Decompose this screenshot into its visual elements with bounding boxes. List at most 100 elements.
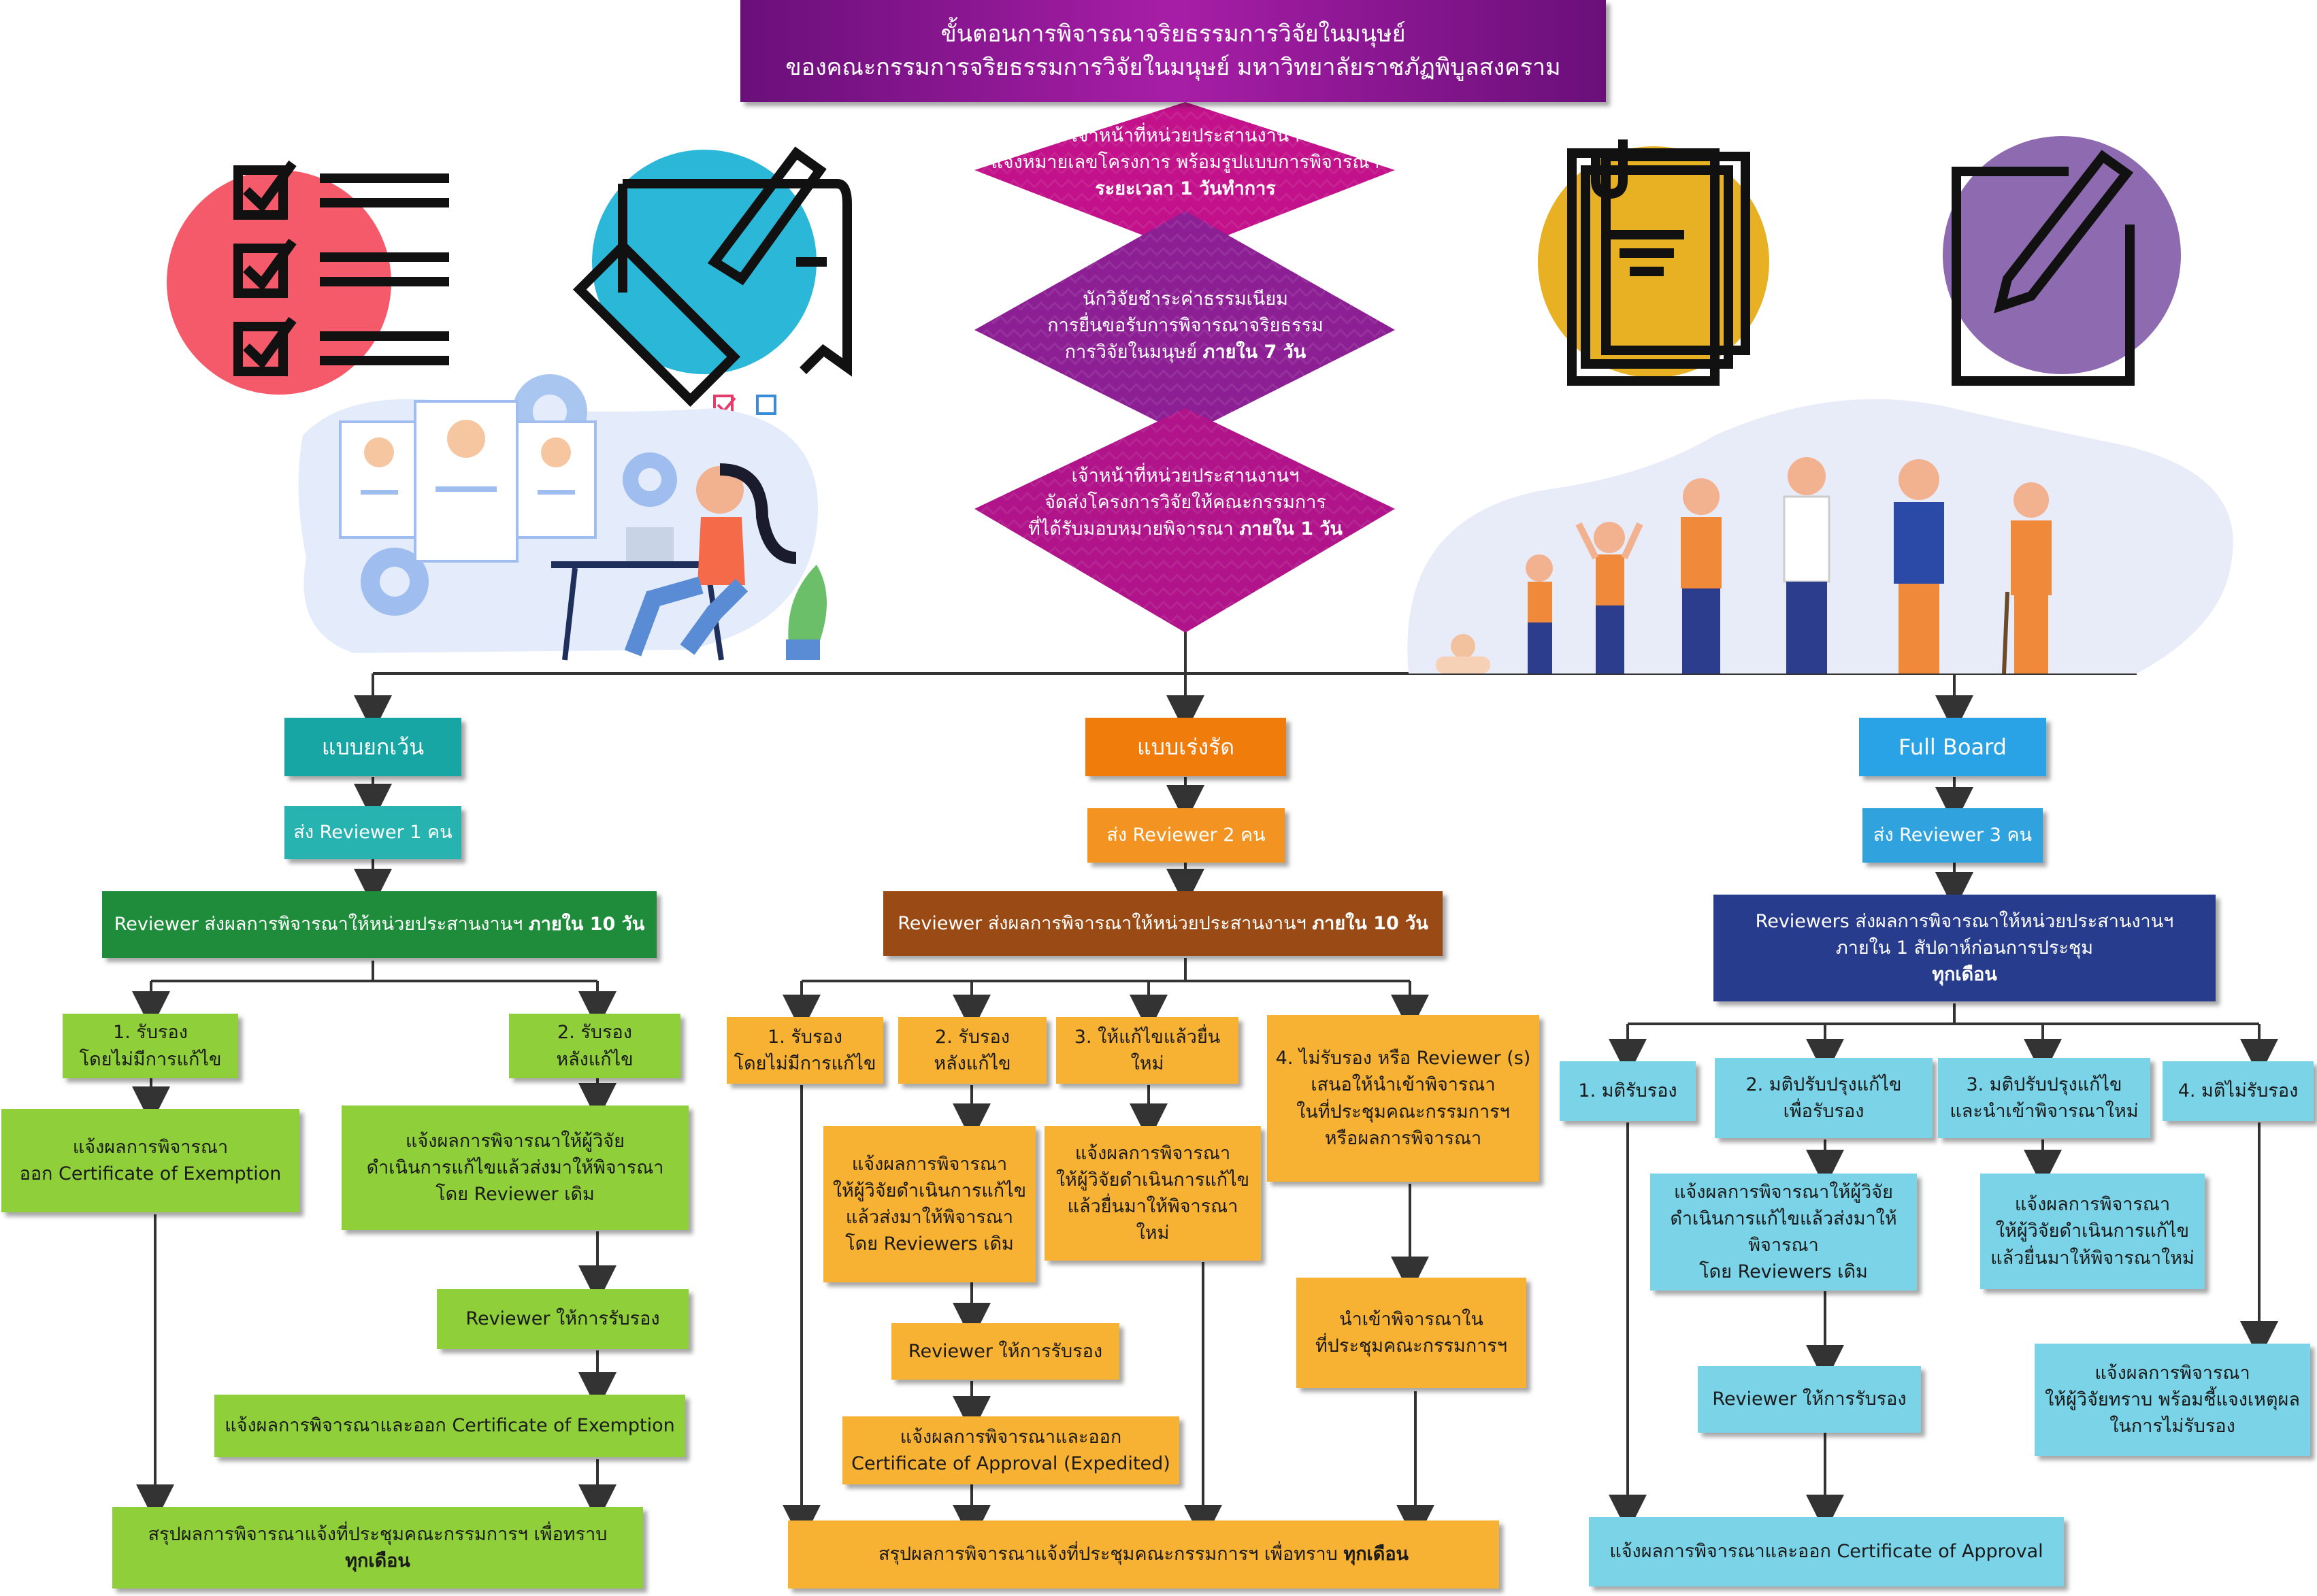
text-col2-cert-0: แจ้งผลการพิจารณาและออก <box>900 1426 1122 1448</box>
text-col2-notify3-1: ให้ผู้วิจัยดำเนินการแก้ไข <box>1055 1169 1250 1191</box>
text-col2-opt1-1: โดยไม่มีการแก้ไข <box>734 1053 876 1074</box>
text-col2-notify4-1: ที่ประชุมคณะกรรมการฯ <box>1315 1335 1507 1357</box>
text-col2-opt4-1: เสนอให้นำเข้าพิจารณา <box>1311 1074 1496 1096</box>
diamond-1-line-2: แจ้งหมายเลขโครงการ พร้อมรูปแบบการพิจารณา <box>991 152 1380 173</box>
text-col3-opt2-1: เพื่อรับรอง <box>1783 1101 1864 1122</box>
text-col1-notify1-1: ออก Certificate of Exemption <box>19 1163 282 1184</box>
text-col3-header: Full Board <box>1899 733 2007 760</box>
expedited-send-reviewer: ส่ง Reviewer 2 คน <box>1087 808 1285 863</box>
expedited-option-3: 3. ให้แก้ไขแล้วยื่นใหม่ <box>1056 1017 1238 1084</box>
office-worker-illustration <box>298 374 827 661</box>
title-line-1: ขั้นตอนการพิจารณาจริยธรรมการวิจัยในมนุษย… <box>940 20 1406 48</box>
expedited-option-4: 4. ไม่รับรอง หรือ Reviewer (s) เสนอให้นำเ… <box>1267 1015 1539 1182</box>
expedited-notify-2: แจ้งผลการพิจารณาให้ผู้วิจัยดำเนินการแก้ไ… <box>823 1126 1036 1282</box>
text-col3-opt2-0: 2. มติปรับปรุงแก้ไข <box>1745 1074 1902 1095</box>
expedited-header: แบบเร่งรัด <box>1085 718 1286 776</box>
text-col2-opt2-1: หลังแก้ไข <box>934 1053 1011 1074</box>
expedited-option-2: 2. รับรองหลังแก้ไข <box>898 1017 1047 1084</box>
text-col2-opt4-2: ในที่ประชุมคณะกรรมการฯ <box>1296 1101 1510 1123</box>
diamond-step-2: นักวิจัยชำระค่าธรรมเนียม การยื่นขอรับการ… <box>980 286 1391 365</box>
text-col2-cert-1: Certificate of Approval (Expedited) <box>851 1453 1170 1474</box>
diamond-step-3: เจ้าหน้าที่หน่วยประสานงานฯ จัดส่งโครงการ… <box>980 463 1391 542</box>
text-col1-opt1-1: โดยไม่มีการแก้ไข <box>79 1048 222 1070</box>
text-col2-opt3: 3. ให้แก้ไขแล้วยื่นใหม่ <box>1074 1026 1221 1074</box>
text-col1-notify2-0: แจ้งผลการพิจารณาให้ผู้วิจัย <box>406 1130 625 1152</box>
diamond-2-line-2: การยื่นขอรับการพิจารณาจริยธรรม <box>1047 315 1324 337</box>
exempt-summary: สรุปผลการพิจารณาแจ้งที่ประชุมคณะกรรมการฯ… <box>112 1507 643 1589</box>
text-col1-notify2-1: ดำเนินการแก้ไขแล้วส่งมาให้พิจารณา <box>366 1157 664 1178</box>
fullboard-send-reviewer: ส่ง Reviewer 3 คน <box>1862 808 2043 863</box>
expedited-notify-3: แจ้งผลการพิจารณาให้ผู้วิจัยดำเนินการแก้ไ… <box>1045 1126 1261 1261</box>
text-col2-notify2-0: แจ้งผลการพิจารณา <box>851 1153 1008 1175</box>
text-col1-opt2-1: หลังแก้ไข <box>556 1048 634 1070</box>
fullboard-approve: Reviewer ให้การรับรอง <box>1698 1366 1921 1433</box>
exempt-cert: แจ้งผลการพิจารณาและออก Certificate of Ex… <box>214 1395 685 1457</box>
exempt-option-1: 1. รับรองโดยไม่มีการแก้ไข <box>63 1014 238 1078</box>
text-col2-opt2-0: 2. รับรอง <box>935 1026 1010 1048</box>
text-col2-opt4-3: หรือผลการพิจารณา <box>1324 1127 1482 1149</box>
exempt-result: Reviewer ส่งผลการพิจารณาให้หน่วยประสานงา… <box>102 891 657 958</box>
diamond-step-1: เจ้าหน้าที่หน่วยประสานงานฯ แจ้งหมายเลขโค… <box>980 122 1391 202</box>
expedited-notify-4: นำเข้าพิจารณาในที่ประชุมคณะกรรมการฯ <box>1296 1278 1526 1388</box>
text-col2-summary_hl: ทุกเดือน <box>1343 1544 1409 1565</box>
text-col1-summary: สรุปผลการพิจารณาแจ้งที่ประชุมคณะกรรมการฯ… <box>148 1523 608 1545</box>
expedited-result: Reviewer ส่งผลการพิจารณาให้หน่วยประสานงา… <box>883 891 1443 956</box>
text-col2-result_a: Reviewer ส่งผลการพิจารณาให้หน่วยประสานงา… <box>898 912 1307 934</box>
fullboard-header: Full Board <box>1859 718 2046 776</box>
edit-note-icon <box>1943 136 2181 386</box>
page-title: ขั้นตอนการพิจารณาจริยธรรมการวิจัยในมนุษย… <box>740 0 1606 102</box>
fullboard-notify-4: แจ้งผลการพิจารณาให้ผู้วิจัยทราบ พร้อมชี้… <box>2035 1344 2310 1456</box>
text-col2-approve: Reviewer ให้การรับรอง <box>908 1340 1103 1362</box>
text-col3-opt4: 4. มติไม่รับรอง <box>2178 1080 2299 1102</box>
text-col3-notify2-0: แจ้งผลการพิจารณาให้ผู้วิจัย <box>1674 1181 1893 1203</box>
text-col3-notify2-1: ดำเนินการแก้ไขแล้วส่งมาให้พิจารณา <box>1670 1208 1897 1256</box>
exempt-notify-2: แจ้งผลการพิจารณาให้ผู้วิจัยดำเนินการแก้ไ… <box>342 1105 689 1230</box>
text-col2-opt1-0: 1. รับรอง <box>768 1026 842 1048</box>
exempt-send-reviewer: ส่ง Reviewer 1 คน <box>284 806 461 859</box>
text-col1-opt1-0: 1. รับรอง <box>113 1022 188 1044</box>
text-col2-header: แบบเร่งรัด <box>1137 733 1234 760</box>
diamond-2-line-3: การวิจัยในมนุษย์ <box>1064 342 1198 363</box>
text-col2-notify2-1: ให้ผู้วิจัยดำเนินการแก้ไข <box>832 1180 1027 1201</box>
checklist-icon <box>167 160 449 395</box>
text-col2-notify2-3: โดย Reviewers เดิม <box>845 1233 1014 1255</box>
fullboard-option-4: 4. มติไม่รับรอง <box>2163 1061 2314 1121</box>
family-people-illustration <box>1407 399 2233 674</box>
exempt-header: แบบยกเว้น <box>284 718 461 776</box>
fullboard-option-3: 3. มติปรับปรุงแก้ไขและนำเข้าพิจารณาใหม่ <box>1938 1058 2150 1138</box>
text-col1-result_hl: ภายใน 10 วัน <box>528 914 645 935</box>
diamond-3-highlight: ภายใน 1 วัน <box>1239 518 1343 540</box>
text-col3-cert: แจ้งผลการพิจารณาและออก Certificate of Ap… <box>1609 1541 2043 1563</box>
expedited-approve: Reviewer ให้การรับรอง <box>891 1323 1119 1380</box>
exempt-approve: Reviewer ให้การรับรอง <box>437 1289 689 1349</box>
text-col3-notify3-2: แล้วยื่นมาให้พิจารณาใหม่ <box>1990 1247 2195 1269</box>
text-col3-result_hl: ทุกเดือน <box>1932 964 1997 986</box>
title-line-2: ของคณะกรรมการจริยธรรมการวิจัยในมนุษย์ มห… <box>785 54 1561 81</box>
diamond-shapes <box>974 102 1395 633</box>
text-col1-opt2-0: 2. รับรอง <box>557 1022 632 1044</box>
text-col3-opt3-1: และนำเข้าพิจารณาใหม่ <box>1950 1101 2139 1122</box>
text-col2-opt4-0: 4. ไม่รับรอง หรือ Reviewer (s) <box>1275 1048 1531 1069</box>
text-col3-notify4-2: ในการไม่รับรอง <box>2109 1416 2235 1437</box>
text-col1-summary_hl: ทุกเดือน <box>345 1550 410 1572</box>
fullboard-option-1: 1. มติรับรอง <box>1560 1061 1696 1121</box>
diamond-3-line-3: ที่ได้รับมอบหมายพิจารณา <box>1028 518 1234 540</box>
text-col3-notify3-0: แจ้งผลการพิจารณา <box>2014 1194 2171 1216</box>
text-col2-notify4-0: นำเข้าพิจารณาใน <box>1339 1308 1483 1330</box>
fullboard-result: Reviewers ส่งผลการพิจารณาให้หน่วยประสานง… <box>1713 895 2216 1001</box>
text-col1-approve: Reviewer ให้การรับรอง <box>465 1308 660 1330</box>
fullboard-notify-3: แจ้งผลการพิจารณาให้ผู้วิจัยดำเนินการแก้ไ… <box>1980 1174 2205 1289</box>
diamond-1-line-1: เจ้าหน้าที่หน่วยประสานงานฯ <box>1071 125 1300 146</box>
exempt-option-2: 2. รับรองหลังแก้ไข <box>509 1014 680 1078</box>
diamond-2-highlight: ภายใน 7 วัน <box>1202 342 1307 363</box>
text-col3-result_l1: Reviewers ส่งผลการพิจารณาให้หน่วยประสานง… <box>1755 910 2174 932</box>
text-col2-send: ส่ง Reviewer 2 คน <box>1106 825 1266 846</box>
text-col3-opt1: 1. มติรับรอง <box>1578 1080 1677 1102</box>
text-col3-send: ส่ง Reviewer 3 คน <box>1873 825 2033 846</box>
text-col3-opt3-0: 3. มติปรับปรุงแก้ไข <box>1966 1074 2122 1095</box>
text-col1-header: แบบยกเว้น <box>321 733 425 760</box>
text-col3-approve: Reviewer ให้การรับรอง <box>1712 1389 1907 1410</box>
text-col3-notify3-1: ให้ผู้วิจัยดำเนินการแก้ไข <box>1995 1220 2190 1242</box>
diamond-1-highlight: ระยะเวลา 1 วันทำการ <box>1095 178 1276 200</box>
